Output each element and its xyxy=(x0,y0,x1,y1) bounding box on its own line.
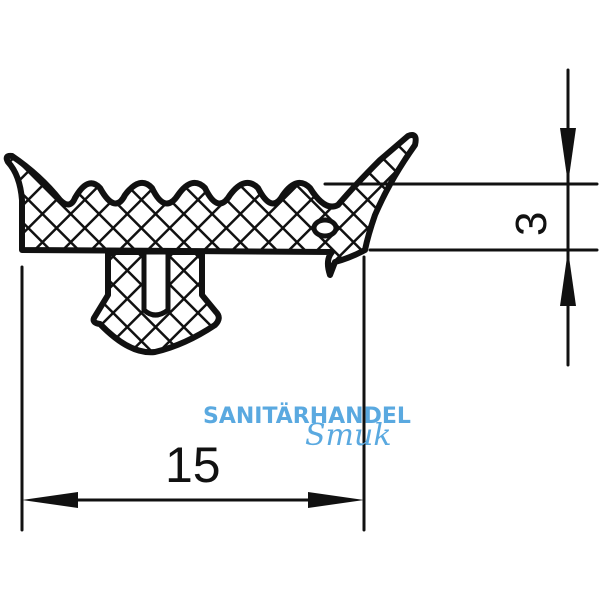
width-dimension-line xyxy=(22,492,364,508)
height-dimension-label: 3 xyxy=(507,211,556,236)
extension-lines xyxy=(20,182,599,532)
width-dimension-label: 15 xyxy=(165,437,221,493)
arrow-down-icon xyxy=(560,128,576,184)
seal-body xyxy=(3,132,419,356)
arrow-left-icon xyxy=(22,492,78,508)
arrow-up-icon xyxy=(560,250,576,306)
height-dimension-line xyxy=(560,68,576,367)
watermark-line2: Smuk xyxy=(305,418,392,453)
watermark-line1: SANITÄRHANDEL xyxy=(203,404,411,429)
arrow-right-icon xyxy=(308,492,364,508)
